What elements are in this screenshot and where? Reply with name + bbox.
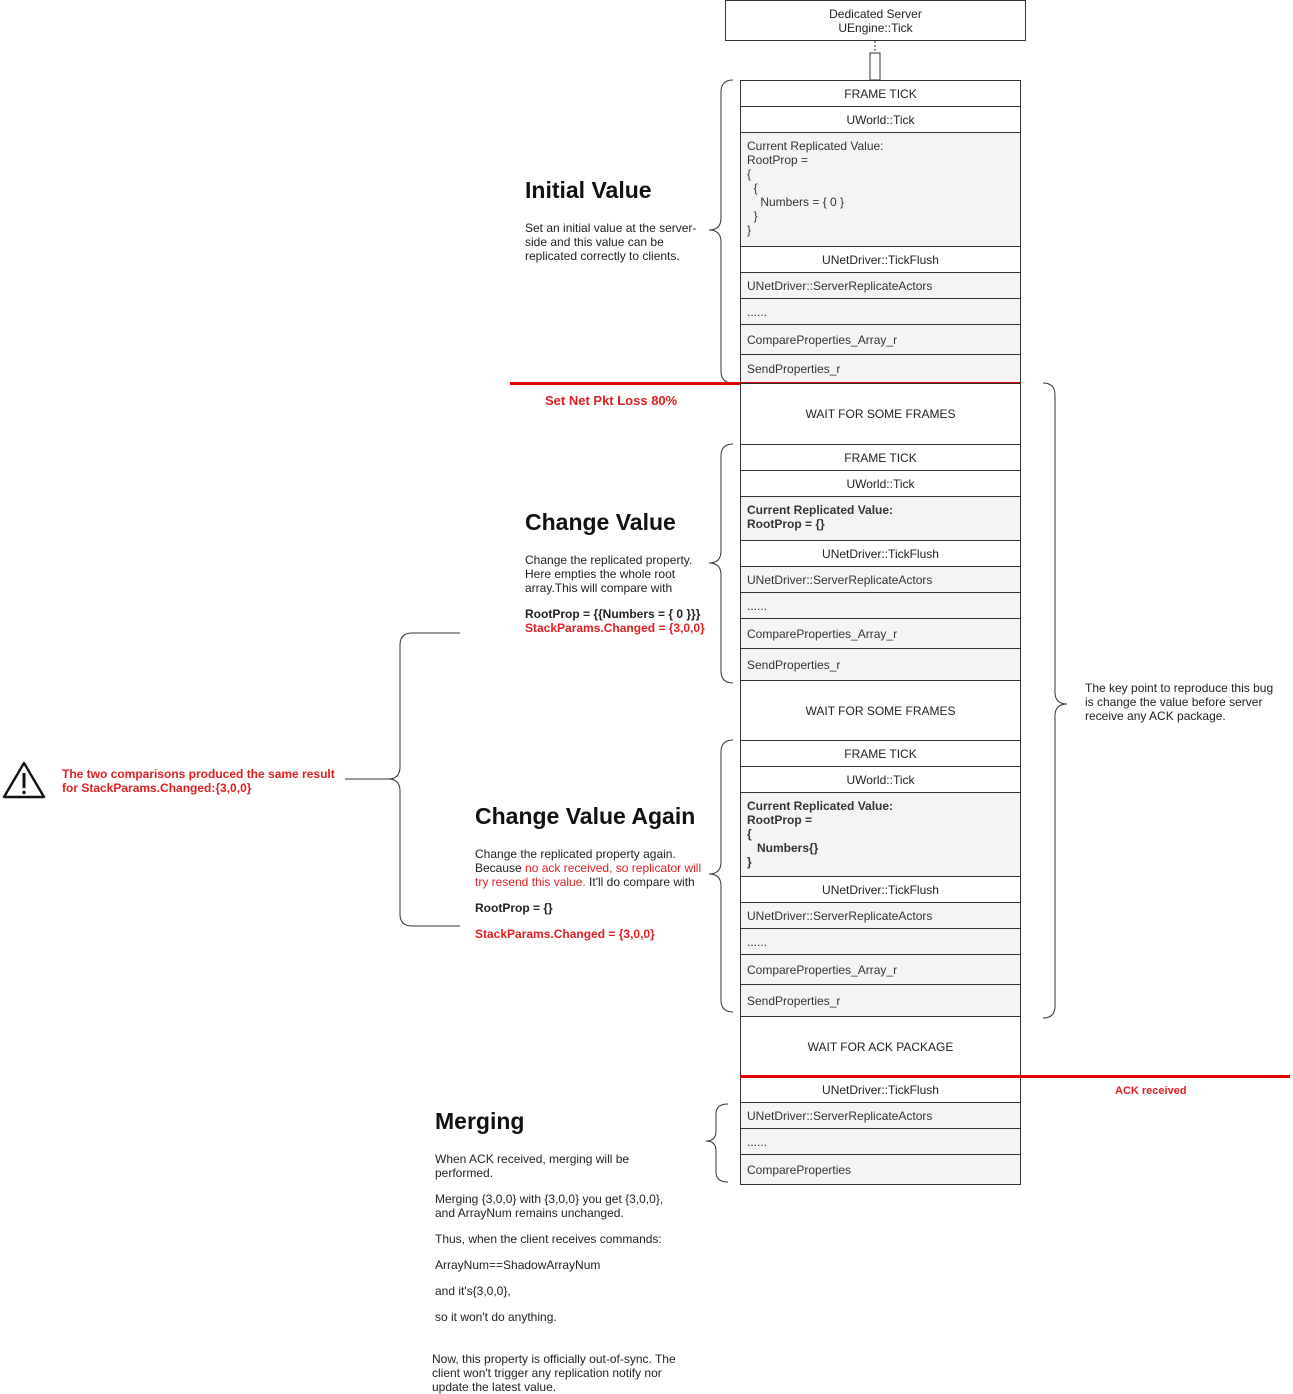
compare-properties-box: CompareProperties_Array_r <box>740 618 1021 649</box>
change-again-text-highlight: no ack received, so replicator will try … <box>475 861 702 889</box>
tick-flush-box: UNetDriver::TickFlush <box>740 876 1021 903</box>
server-replicate-actors-box: UNetDriver::ServerReplicateActors <box>740 272 1021 299</box>
wait-frames-box: WAIT FOR SOME FRAMES <box>740 680 1021 741</box>
merging-conclusion: Now, this property is officially out-of-… <box>432 1352 676 1394</box>
key-point-note: The key point to reproduce this bug is c… <box>1085 681 1274 723</box>
change-value-again-description: Change the replicated property again. Be… <box>475 847 710 889</box>
uworld-tick-box: UWorld::Tick <box>740 470 1021 497</box>
merging-paragraph: When ACK received, merging will be perfo… <box>435 1152 630 1180</box>
server-replicate-actors-box: UNetDriver::ServerReplicateActors <box>740 1102 1021 1129</box>
brace-key-point <box>1042 382 1068 1019</box>
brace-initial-value <box>708 79 734 384</box>
change-value-heading: Change Value <box>525 509 676 535</box>
change-again-stackparams: StackParams.Changed = {3,0,0} <box>475 927 655 941</box>
uworld-tick-box: UWorld::Tick <box>740 766 1021 793</box>
ack-received-label: ACK received <box>1115 1085 1187 1097</box>
server-connector-pipe <box>869 52 881 81</box>
ellipsis-box: ...... <box>740 592 1021 619</box>
replicated-value-box: Current Replicated Value: RootProp = {} <box>740 496 1021 541</box>
wait-ack-box: WAIT FOR ACK PACKAGE <box>740 1016 1021 1077</box>
dedicated-server-box: Dedicated Server UEngine::Tick <box>725 0 1026 41</box>
merging-paragraph: so it won't do anything. <box>435 1310 557 1324</box>
ellipsis-box: ...... <box>740 928 1021 955</box>
change-again-text-a: Change the replicated property again. Be… <box>475 847 676 875</box>
ellipsis-box: ...... <box>740 1128 1021 1155</box>
merging-paragraph: Merging {3,0,0} with {3,0,0} you get {3,… <box>435 1192 664 1220</box>
pkt-loss-label: Set Net Pkt Loss 80% <box>545 393 678 408</box>
frame-tick-box: FRAME TICK <box>740 444 1021 471</box>
send-properties-box: SendProperties_r <box>740 984 1021 1017</box>
frame-tick-box: FRAME TICK <box>740 740 1021 767</box>
brace-two-comparisons <box>387 632 460 927</box>
send-properties-box: SendProperties_r <box>740 648 1021 681</box>
send-properties-box: SendProperties_r <box>740 354 1021 383</box>
server-replicate-actors-box: UNetDriver::ServerReplicateActors <box>740 566 1021 593</box>
brace-merging <box>705 1103 729 1183</box>
merging-paragraph: ArrayNum==ShadowArrayNum <box>435 1258 601 1272</box>
ack-divider <box>740 1075 1290 1078</box>
change-again-text-c: It'll do compare with <box>585 875 695 889</box>
frame-tick-box: FRAME TICK <box>740 80 1021 107</box>
change-value-stackparams: StackParams.Changed = {3,0,0} <box>525 621 705 635</box>
server-replicate-actors-box: UNetDriver::ServerReplicateActors <box>740 902 1021 929</box>
compare-properties-box: CompareProperties_Array_r <box>740 324 1021 355</box>
server-subtitle: UEngine::Tick <box>838 20 913 35</box>
merging-paragraph: Thus, when the client receives commands: <box>435 1232 662 1246</box>
initial-value-description: Set an initial value at the server-side … <box>525 221 697 263</box>
replicated-value-box: Current Replicated Value: RootProp = { N… <box>740 792 1021 877</box>
ellipsis-box: ...... <box>740 298 1021 325</box>
warning-text: The two comparisons produced the same re… <box>62 767 335 795</box>
merging-paragraph: and it's{3,0,0}, <box>435 1284 511 1298</box>
wait-frames-box: WAIT FOR SOME FRAMES <box>740 383 1021 445</box>
brace-change-value-again <box>708 739 734 1013</box>
change-value-description: Change the replicated property. Here emp… <box>525 553 693 595</box>
change-value-rootprop: RootProp = {{Numbers = { 0 }}} <box>525 607 701 621</box>
compare-properties-box: CompareProperties <box>740 1154 1021 1185</box>
tick-flush-box: UNetDriver::TickFlush <box>740 246 1021 273</box>
tick-flush-box: UNetDriver::TickFlush <box>740 1076 1021 1103</box>
initial-value-heading: Initial Value <box>525 177 652 203</box>
warning-triangle-icon <box>2 761 46 799</box>
uworld-tick-box: UWorld::Tick <box>740 106 1021 133</box>
change-again-rootprop: RootProp = {} <box>475 901 553 915</box>
merging-heading: Merging <box>435 1108 525 1134</box>
compare-properties-box: CompareProperties_Array_r <box>740 954 1021 985</box>
replicated-value-box: Current Replicated Value: RootProp = { {… <box>740 132 1021 247</box>
brace-change-value <box>708 443 734 684</box>
server-title: Dedicated Server <box>829 6 922 21</box>
change-value-again-heading: Change Value Again <box>475 803 696 829</box>
tick-flush-box: UNetDriver::TickFlush <box>740 540 1021 567</box>
